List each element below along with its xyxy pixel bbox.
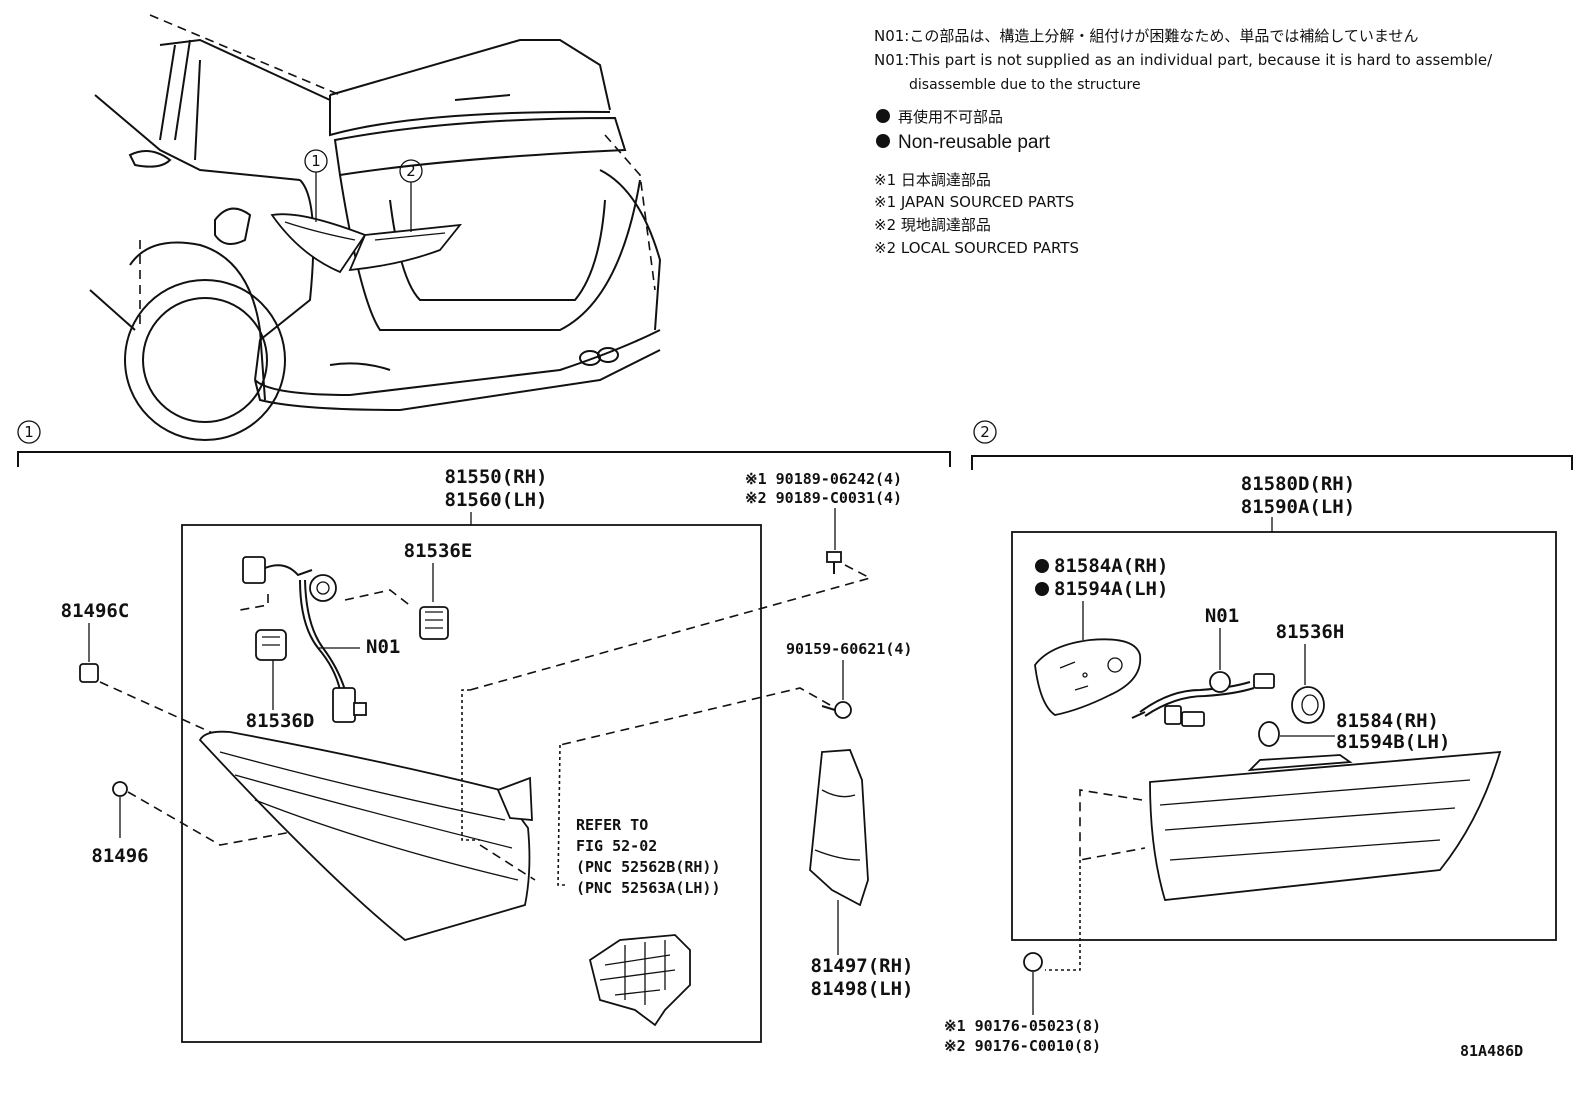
- gasket-icon: [1034, 638, 1142, 716]
- screw-icon: [1023, 952, 1043, 972]
- refer-line-2: FIG 52-02: [576, 837, 657, 855]
- label-n01-g1: N01: [366, 636, 400, 658]
- note-src1-en: ※1 JAPAN SOURCED PARTS: [874, 193, 1074, 211]
- group-2-assembly-frame: [1011, 531, 1557, 941]
- label-81496: 81496: [91, 845, 148, 867]
- tail-lamp-outer-icon: [198, 730, 533, 941]
- tail-lamp-inner-icon: [1149, 750, 1502, 901]
- callout-2-vehicle: 2: [406, 162, 416, 180]
- label-81594blh: 81594B(LH): [1336, 731, 1450, 753]
- group-2-bracket: [971, 455, 1573, 470]
- label-81496c: 81496C: [61, 600, 130, 622]
- label-81497rh: 81497(RH): [811, 955, 914, 977]
- note-src2-en: ※2 LOCAL SOURCED PARTS: [874, 239, 1079, 257]
- figure-code: 81A486D: [1460, 1042, 1523, 1060]
- wire-harness-icon: [1131, 671, 1275, 727]
- nonreusable-dot-icon: [876, 109, 890, 123]
- group-1: 1 81550(RH) 81560(LH) ※1 90189-06242(4) …: [17, 420, 951, 1043]
- socket-icon: [255, 629, 287, 661]
- label-81536e: 81536E: [404, 540, 473, 562]
- nonreusable-dot-icon: [876, 134, 890, 148]
- refer-line-3: (PNC 52562B(RH)): [576, 858, 721, 876]
- refer-line-1: REFER TO: [576, 816, 648, 834]
- note-n01-en-1: N01:This part is not supplied as an indi…: [874, 51, 1493, 69]
- group-1-bracket: [17, 451, 951, 467]
- vehicle-illustration: 1 2: [89, 14, 662, 441]
- label-81560lh: 81560(LH): [445, 489, 548, 511]
- clip-icon: [112, 781, 128, 797]
- label-n01-g2: N01: [1205, 605, 1239, 627]
- note-n01-jp: N01:この部品は、構造上分解・組付けが困難なため、単品では補給していません: [874, 27, 1418, 45]
- label-81536h: 81536H: [1276, 621, 1345, 643]
- label-screw-j: ※1 90189-06242(4): [745, 470, 902, 488]
- socket-icon: [1291, 686, 1325, 724]
- label-screw-l: ※2 90189-C0031(4): [745, 489, 902, 507]
- clip-icon: [79, 663, 99, 683]
- label-81590alh: 81590A(LH): [1241, 496, 1355, 518]
- note-nonreusable-en: Non-reusable part: [898, 132, 1051, 153]
- label-81584arh: 81584A(RH): [1054, 555, 1168, 577]
- callout-1-group: 1: [24, 423, 34, 441]
- note-src1-jp: ※1 日本調達部品: [874, 171, 991, 189]
- notes-block: N01:この部品は、構造上分解・組付けが困難なため、単品では補給していません N…: [874, 27, 1493, 257]
- label-81536d: 81536D: [246, 710, 315, 732]
- label-81580drh: 81580D(RH): [1241, 473, 1355, 495]
- label-bolt-90159: 90159-60621(4): [786, 640, 912, 658]
- callout-1-vehicle: 1: [311, 152, 321, 170]
- mounting-bracket-icon: [588, 934, 691, 1027]
- label-screw-90176-l: ※2 90176-C0010(8): [944, 1037, 1101, 1055]
- note-n01-en-2: disassemble due to the structure: [909, 77, 1141, 93]
- label-screw-90176-j: ※1 90176-05023(8): [944, 1017, 1101, 1035]
- screw-icon: [826, 551, 842, 574]
- nonreusable-dot-icon: [1035, 582, 1049, 596]
- refer-line-4: (PNC 52563A(LH)): [576, 879, 721, 897]
- label-81498lh: 81498(LH): [811, 978, 914, 1000]
- lamp-cover-icon: [809, 749, 869, 907]
- callout-2-group: 2: [980, 423, 990, 441]
- socket-icon: [419, 606, 449, 640]
- label-81594alh: 81594A(LH): [1054, 578, 1168, 600]
- group-2: 2 81580D(RH) 81590A(LH) 81584A(RH) 81594…: [944, 420, 1573, 1055]
- bolt-icon: [821, 701, 852, 719]
- label-81584rh: 81584(RH): [1336, 710, 1439, 732]
- label-81550rh: 81550(RH): [445, 466, 548, 488]
- nonreusable-dot-icon: [1035, 559, 1049, 573]
- o-ring-icon: [1258, 721, 1280, 747]
- note-nonreusable-jp: 再使用不可部品: [898, 108, 1003, 126]
- note-src2-jp: ※2 現地調達部品: [874, 216, 991, 234]
- wire-harness-icon: [242, 556, 367, 723]
